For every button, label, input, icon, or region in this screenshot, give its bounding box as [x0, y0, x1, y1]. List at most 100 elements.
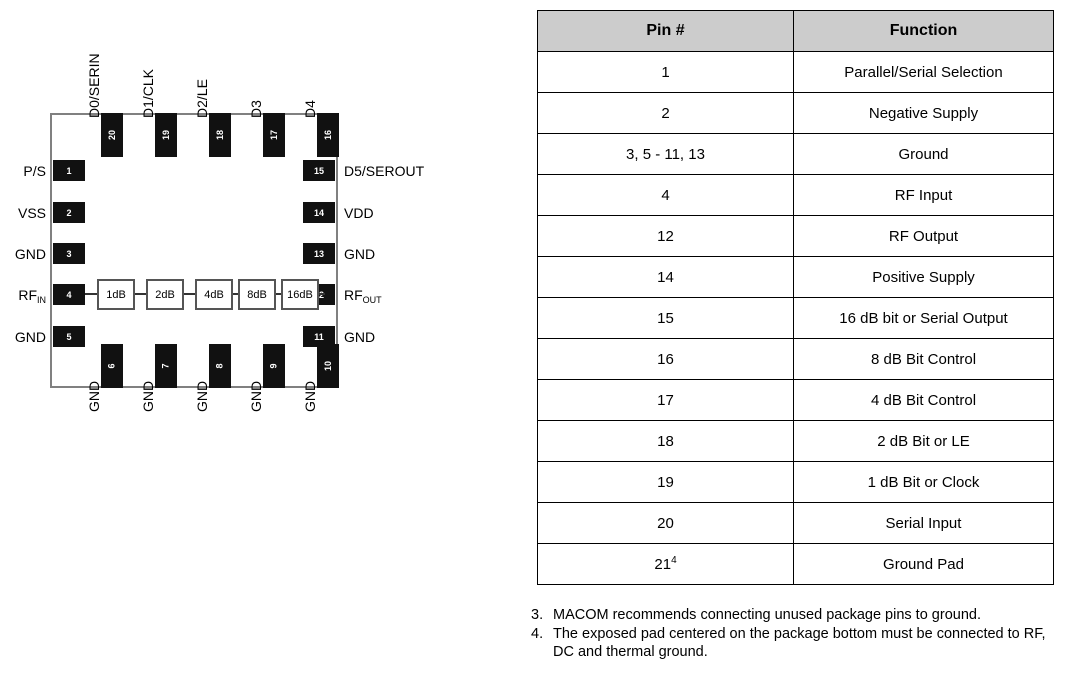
top-pin-label-18-text: D2/LE: [194, 79, 210, 118]
pin-pad-11[interactable]: 11: [303, 326, 335, 347]
pin-number-1: 1: [66, 165, 72, 176]
footnote-3-number: 3.: [531, 607, 544, 623]
pin-pad-20[interactable]: 20: [101, 113, 123, 157]
rf-wire-2: [184, 293, 195, 295]
package-body-outline: [50, 113, 338, 388]
cell-function: 16 dB bit or Serial Output: [793, 297, 1054, 339]
footnote-3-text: MACOM recommends connecting unused packa…: [553, 607, 981, 623]
attenuator-block-16db: 16dB: [281, 279, 319, 310]
pin-pad-3[interactable]: 3: [53, 243, 85, 264]
bottom-pin-label-10: GND: [302, 381, 318, 412]
pin-pad-15[interactable]: 15: [303, 160, 335, 181]
column-header-function: Function: [793, 10, 1054, 52]
footnote-4: 4. The exposed pad centered on the packa…: [531, 625, 1061, 662]
pin-pad-10[interactable]: 10: [317, 344, 339, 388]
cell-pin: 3, 5 - 11, 13: [537, 133, 794, 175]
pin-pad-5[interactable]: 5: [53, 326, 85, 347]
top-pin-label-19-text: D1/CLK: [140, 68, 156, 118]
table-row: 4 RF Input: [537, 174, 1054, 216]
pin-number-9: 9: [268, 363, 279, 369]
pin-pad-6[interactable]: 6: [101, 344, 123, 388]
cell-function: Ground Pad: [793, 543, 1054, 585]
column-header-pin: Pin #: [537, 10, 794, 52]
cell-pin: 20: [537, 502, 794, 544]
pin-number-6: 6: [106, 363, 117, 369]
bottom-pin-label-6: GND: [86, 380, 102, 412]
pin-number-3: 3: [66, 248, 72, 259]
right-pin-label-11: GND: [344, 330, 375, 344]
cell-function: RF Input: [793, 174, 1054, 216]
top-pin-label-16-text: D4: [302, 100, 318, 118]
footnote-3: 3. MACOM recommends connecting unused pa…: [531, 606, 1061, 625]
cell-pin: 16: [537, 338, 794, 380]
right-pin-label-13: GND: [344, 247, 375, 261]
right-pin-label-14-text: VDD: [344, 205, 374, 221]
rf-wire-4: [276, 293, 281, 295]
bottom-pin-label-9: GND: [248, 381, 264, 412]
pin-number-8: 8: [214, 363, 225, 369]
left-pin-label-2-text: VSS: [17, 205, 46, 221]
pin-pad-16[interactable]: 16: [317, 113, 339, 157]
attenuator-block-8db: 8dB: [238, 279, 276, 310]
pin-pad-19[interactable]: 19: [155, 113, 177, 157]
right-pin-label-11-text: GND: [344, 329, 376, 345]
cell-function: 8 dB Bit Control: [793, 338, 1054, 380]
pin-pad-14[interactable]: 14: [303, 202, 335, 223]
cell-function: Ground: [793, 133, 1054, 175]
cell-pin: 15: [537, 297, 794, 339]
table-row: 17 4 dB Bit Control: [537, 379, 1054, 421]
pin-pad-13[interactable]: 13: [303, 243, 335, 264]
table-row: 2 Negative Supply: [537, 92, 1054, 134]
pin-number-19: 19: [160, 129, 171, 141]
table-row: 1 Parallel/Serial Selection: [537, 51, 1054, 93]
bottom-pin-label-6-text: GND: [86, 380, 102, 412]
right-pin-label-12: RFOUT: [344, 287, 382, 305]
table-row: 20 Serial Input: [537, 502, 1054, 544]
cell-pin: 18: [537, 420, 794, 462]
attenuator-label-16db: 16dB: [287, 288, 313, 301]
top-pin-label-16: D4: [302, 100, 318, 118]
pin-diagram: D0/SERIN D1/CLK D2/LE D3 D4 20 19 18 17 …: [0, 0, 520, 690]
cell-pin: 12: [537, 215, 794, 257]
pin-pad-7[interactable]: 7: [155, 344, 177, 388]
cell-pin-footnote-marker: 4: [671, 555, 677, 566]
left-pin-label-1: P/S: [0, 164, 46, 178]
cell-pin: 1: [537, 51, 794, 93]
rf-wire-out: [319, 293, 325, 295]
table-row: 15 16 dB bit or Serial Output: [537, 297, 1054, 339]
pin-pad-8[interactable]: 8: [209, 344, 231, 388]
cell-pin: 17: [537, 379, 794, 421]
right-pin-label-12-text: RF: [344, 287, 363, 303]
left-pin-label-5-text: GND: [14, 329, 46, 345]
cell-function: Serial Input: [793, 502, 1054, 544]
attenuator-block-2db: 2dB: [146, 279, 184, 310]
cell-function: Parallel/Serial Selection: [793, 51, 1054, 93]
pin-number-2: 2: [66, 207, 72, 218]
pin-pad-18[interactable]: 18: [209, 113, 231, 157]
pin-pad-9[interactable]: 9: [263, 344, 285, 388]
cell-pin: 14: [537, 256, 794, 298]
attenuator-block-4db: 4dB: [195, 279, 233, 310]
pin-number-14: 14: [313, 207, 324, 218]
top-pin-label-17-text: D3: [248, 100, 264, 118]
pin-pad-17[interactable]: 17: [263, 113, 285, 157]
pin-pad-2[interactable]: 2: [53, 202, 85, 223]
right-pin-label-13-text: GND: [344, 246, 376, 262]
pin-number-11: 11: [314, 331, 324, 342]
table-row: 18 2 dB Bit or LE: [537, 420, 1054, 462]
pin-pad-4[interactable]: 4: [53, 284, 85, 305]
pin-number-5: 5: [66, 331, 72, 342]
cell-pin: 214: [537, 543, 794, 585]
right-pin-label-15: D5/SEROUT: [344, 164, 424, 178]
pin-number-7: 7: [160, 363, 171, 369]
left-pin-label-1-text: P/S: [23, 163, 46, 179]
cell-pin-text: 21: [654, 556, 672, 573]
pin-pad-1[interactable]: 1: [53, 160, 85, 181]
pin-number-10: 10: [322, 360, 333, 372]
cell-function: RF Output: [793, 215, 1054, 257]
top-pin-label-20-text: D0/SERIN: [86, 53, 102, 118]
table-header-row: Pin # Function: [537, 10, 1054, 52]
attenuator-label-2db: 2dB: [155, 288, 175, 301]
left-pin-label-3: GND: [0, 247, 46, 261]
cell-function: 1 dB Bit or Clock: [793, 461, 1054, 503]
